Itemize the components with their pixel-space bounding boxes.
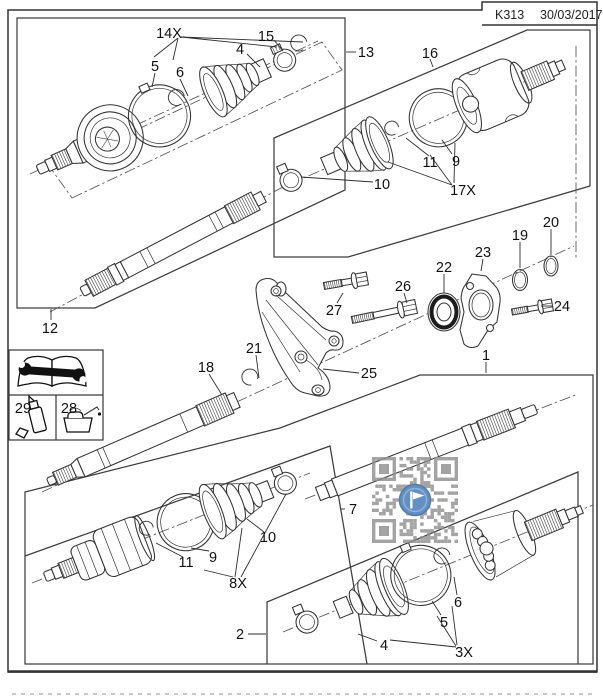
callout-4-bottom: 4 [380, 638, 388, 654]
callout-18: 18 [198, 360, 214, 376]
sealant-bottle-icon [28, 394, 47, 434]
large-ring-5-bottom [390, 541, 452, 606]
retaining-clip [290, 34, 308, 52]
callout-8x: 8X [229, 576, 247, 592]
boot-clamp-15 [269, 43, 297, 72]
inner-cv-joint-assembly-bottom [43, 465, 297, 582]
header: K313 30/03/2017 [495, 8, 603, 22]
callout-14x: 14X [156, 26, 182, 42]
leader-lines [50, 36, 552, 648]
callout-11-top: 11 [422, 155, 437, 171]
boot-clamp-bottom-right [291, 603, 319, 634]
cv-boot-4 [199, 58, 273, 118]
callout-9-bottom: 9 [209, 550, 217, 566]
support-bracket-25 [255, 277, 344, 397]
callout-5-bottom: 5 [440, 615, 448, 631]
qr-badge-icon [398, 483, 432, 517]
callout-15: 15 [258, 29, 274, 45]
detail-frame-13 [51, 41, 343, 199]
callout-10-top: 10 [374, 177, 390, 193]
bolt-26 [350, 298, 419, 325]
revision-date: 30/03/2017 [540, 8, 603, 22]
snap-ring-6 [167, 89, 185, 106]
outer-cv-joint-assembly-top [36, 34, 308, 175]
callout-3x: 3X [455, 645, 473, 661]
boot-clamp-bottom-left [270, 465, 297, 495]
callout-1: 1 [482, 348, 490, 364]
bearing-flange-23 [459, 273, 501, 349]
qr-finder-patterns [372, 457, 459, 544]
oil-can-icon [63, 406, 102, 433]
callout-17x: 17X [450, 183, 476, 199]
boot-clamp-10 [275, 162, 303, 192]
callout-11-bottom: 11 [178, 555, 193, 571]
callout-28: 28 [61, 401, 77, 417]
bolt-27 [322, 271, 370, 291]
circlip-21 [241, 368, 259, 386]
callout-12: 12 [42, 321, 58, 337]
tripod-housing [451, 58, 567, 134]
outer-joint-bottom [464, 504, 585, 581]
cv-boot-4-bottom [332, 557, 409, 619]
callout-10-bottom: 10 [260, 530, 276, 546]
callout-13: 13 [358, 45, 374, 61]
snap-ring-6-bottom [433, 547, 451, 565]
callout-2: 2 [236, 627, 244, 643]
book-wrench-icon [17, 355, 87, 387]
legend-box [8, 349, 104, 441]
revision-code: K313 [495, 8, 524, 22]
bolt-24 [510, 298, 555, 316]
box-group-1 [24, 374, 594, 665]
callout-6-bottom: 6 [454, 595, 462, 611]
callout-19: 19 [512, 228, 528, 244]
qr-watermark [372, 457, 459, 544]
box-group-16 [273, 29, 591, 258]
callout-21: 21 [246, 341, 262, 357]
upper-drive-shaft [79, 190, 268, 297]
callout-25: 25 [361, 366, 377, 382]
callout-26: 26 [395, 279, 411, 295]
callout-20: 20 [543, 215, 559, 231]
callout-27: 27 [326, 303, 342, 319]
callout-5-top: 5 [151, 59, 159, 75]
callout-6-top: 6 [176, 65, 184, 81]
ring-19 [511, 268, 529, 292]
callout-16: 16 [422, 46, 438, 62]
snap-ring-11-bottom [138, 520, 154, 536]
applicator-icon [15, 427, 29, 439]
cv-boot-10-bottom [198, 480, 275, 540]
callout-labels: 14X 15 4 13 16 5 6 9 11 10 17X 12 20 19 … [15, 26, 570, 661]
callout-9-top: 9 [452, 154, 460, 170]
cv-boot-top-right [319, 116, 394, 176]
callout-29: 29 [15, 401, 31, 417]
page-border [7, 1, 598, 695]
snap-ring-11 [384, 120, 400, 136]
outer-cv-joint-assembly-bottom [291, 504, 585, 634]
ring-20 [543, 255, 559, 277]
callout-4-top: 4 [236, 42, 244, 58]
callout-23: 23 [475, 245, 491, 261]
callout-22: 22 [436, 260, 452, 276]
inner-cv-joint-assembly-top [275, 58, 567, 192]
shaft-seal-22 [427, 292, 461, 332]
box-group-12 [16, 17, 346, 309]
large-ring-5 [127, 82, 192, 148]
callout-7: 7 [349, 502, 357, 518]
link-shaft-18 [46, 391, 241, 486]
callout-24: 24 [554, 299, 570, 315]
lower-drive-shaft [314, 404, 538, 502]
